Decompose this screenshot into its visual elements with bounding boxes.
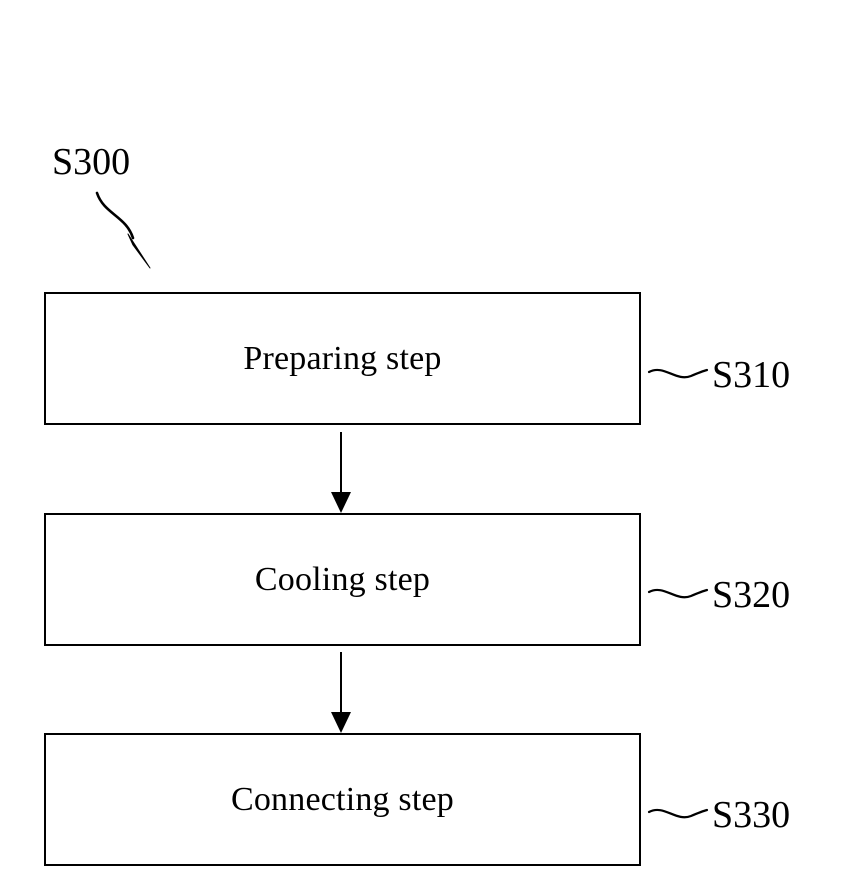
process-box-connecting-step: Connecting step (44, 733, 646, 871)
process-box-label: Connecting step (230, 780, 455, 818)
connector-arrow-cooling-to-connecting (331, 652, 351, 733)
leader-arrow-s300 (95, 191, 151, 269)
process-box-label: Preparing step (243, 339, 442, 377)
reference-numeral-s320: S320 (712, 574, 791, 616)
process-box-preparing-step: Preparing step (44, 292, 646, 430)
reference-numeral-s330: S330 (712, 794, 791, 836)
leader-line-s310 (647, 368, 709, 379)
reference-numeral-s300: S300 (52, 141, 131, 183)
leader-line-s320 (647, 588, 709, 599)
process-box-label: Cooling step (254, 560, 431, 598)
leader-line-s330 (647, 808, 709, 819)
reference-numeral-s310: S310 (712, 354, 791, 396)
connector-arrow-preparing-to-cooling (331, 432, 351, 513)
process-box-cooling-step: Cooling step (44, 513, 646, 651)
